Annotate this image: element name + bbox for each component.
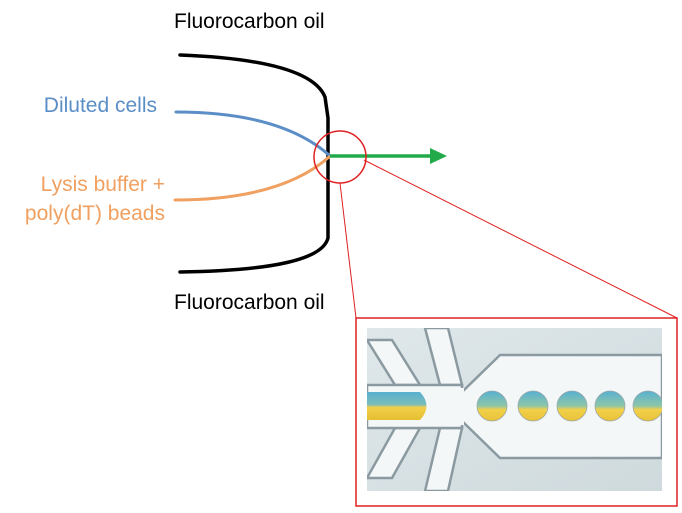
- zoom-line-right: [363, 159, 678, 319]
- oil-channel-outline: [178, 53, 330, 274]
- zoom-line-left: [339, 182, 357, 319]
- lysis-label-line2: poly(dT) beads: [25, 202, 165, 225]
- oil-top-label: Fluorocarbon oil: [174, 10, 325, 33]
- output-arrow-head: [430, 148, 447, 164]
- oil-bottom-label: Fluorocarbon oil: [174, 291, 325, 314]
- inset-micrograph: [367, 328, 662, 491]
- lysis-inflow-line: [173, 155, 331, 202]
- droplets: [476, 390, 662, 422]
- lysis-label-line1: Lysis buffer +: [41, 173, 165, 196]
- cells-label: Diluted cells: [44, 94, 157, 117]
- cells-inflow-line: [174, 110, 331, 157]
